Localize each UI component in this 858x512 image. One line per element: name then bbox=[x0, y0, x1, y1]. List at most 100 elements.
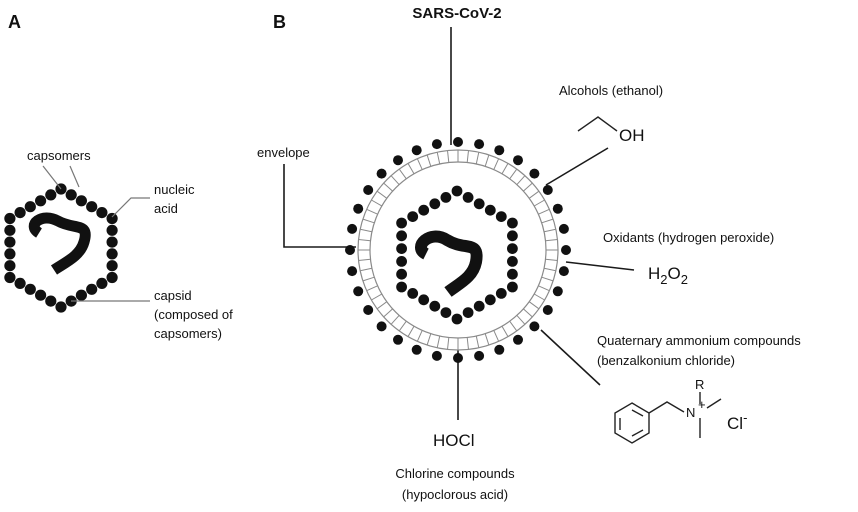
spike-dot bbox=[353, 286, 364, 297]
capsomer-dot bbox=[4, 224, 16, 236]
quats-label-line2: (benzalkonium chloride) bbox=[597, 353, 735, 368]
capsomer-dot bbox=[106, 236, 118, 248]
membrane-tick bbox=[501, 325, 509, 337]
spike-dot bbox=[353, 203, 364, 214]
capsomer-dot bbox=[495, 288, 507, 299]
spike-dot bbox=[542, 185, 553, 195]
membrane-tick bbox=[362, 276, 375, 282]
spike-dot bbox=[494, 145, 505, 156]
capsomer-dot bbox=[396, 256, 407, 267]
panel-b: B SARS-CoV-2 envelope Alcohols (ethanol)… bbox=[257, 5, 801, 502]
capsomers-leader-2 bbox=[69, 165, 80, 188]
membrane-tick bbox=[466, 337, 469, 350]
capsomer-dot bbox=[396, 281, 407, 293]
membrane-tick bbox=[541, 276, 554, 282]
quat-cl: Cl bbox=[727, 414, 743, 433]
spike-dot bbox=[558, 223, 569, 234]
membrane-tick bbox=[436, 335, 441, 348]
membrane-tick bbox=[541, 218, 554, 224]
membrane-tick bbox=[528, 301, 540, 310]
h2o2-sub1: 2 bbox=[660, 272, 667, 287]
capsomer-dot bbox=[451, 185, 463, 197]
membrane-tick bbox=[475, 152, 480, 165]
capsomer-dot bbox=[4, 271, 16, 284]
membrane-tick bbox=[523, 308, 533, 318]
spike-dot bbox=[363, 185, 374, 195]
capsomer-dot bbox=[75, 195, 87, 207]
ethanol-bonds bbox=[577, 116, 618, 132]
membrane-tick bbox=[509, 320, 518, 332]
spike-dot bbox=[474, 139, 485, 150]
capsomer-dot bbox=[407, 288, 419, 299]
capsomer-dot bbox=[86, 283, 98, 295]
spike-dot bbox=[513, 155, 523, 166]
capsomer-dot bbox=[106, 248, 118, 260]
membrane-tick bbox=[426, 333, 432, 346]
capsomer-dot bbox=[24, 201, 36, 213]
capsomer-dot bbox=[35, 195, 47, 207]
envelope-membrane-ticks bbox=[358, 150, 558, 350]
spike-dot bbox=[453, 353, 463, 363]
membrane-tick bbox=[390, 175, 400, 185]
h2o2-o: O bbox=[668, 264, 681, 283]
envelope-leader bbox=[283, 164, 356, 248]
capsomer-dot bbox=[484, 294, 496, 306]
oxidants-leader bbox=[565, 261, 635, 271]
capsomer-dot bbox=[473, 198, 485, 210]
membrane-tick bbox=[484, 333, 490, 346]
capsomer-dot bbox=[407, 211, 419, 223]
membrane-tick bbox=[447, 150, 450, 163]
membrane-tick bbox=[383, 308, 393, 318]
chlorine-label-line2: (hypoclorous acid) bbox=[402, 487, 508, 502]
spike-dot bbox=[376, 321, 387, 332]
spike-dot bbox=[376, 168, 387, 179]
capsomer-dot bbox=[462, 192, 474, 203]
membrane-tick bbox=[358, 258, 371, 261]
capsomer-dot bbox=[106, 224, 118, 236]
membrane-tick bbox=[376, 190, 388, 199]
membrane-tick bbox=[371, 293, 383, 301]
capsomer-dot bbox=[507, 281, 518, 293]
capsomer-dot bbox=[507, 256, 518, 267]
membrane-tick bbox=[447, 337, 450, 350]
spike-dot bbox=[558, 266, 569, 277]
spike-dot bbox=[431, 139, 442, 150]
capsomer-dot bbox=[45, 295, 57, 307]
spike-dot bbox=[393, 334, 403, 345]
capsomer-dot bbox=[429, 198, 441, 210]
sars-cov-2-title: SARS-CoV-2 bbox=[412, 5, 501, 22]
membrane-tick bbox=[475, 335, 480, 348]
capsomer-dot bbox=[86, 201, 98, 213]
membrane-tick bbox=[466, 150, 469, 163]
capsid-label-line2: (composed of bbox=[154, 307, 233, 322]
spike-dot bbox=[552, 286, 563, 297]
membrane-tick bbox=[371, 199, 383, 207]
membrane-tick bbox=[407, 163, 415, 175]
spike-dot bbox=[411, 344, 422, 355]
h2o2-sub2: 2 bbox=[681, 272, 688, 287]
spike-dot bbox=[393, 155, 403, 166]
membrane-tick bbox=[383, 182, 393, 192]
membrane-tick bbox=[538, 285, 550, 292]
capsomer-dot bbox=[55, 301, 67, 313]
quat-cl-text: Cl- bbox=[727, 410, 747, 433]
capsomers-label: capsomers bbox=[27, 148, 91, 163]
capsid-b-capsomers bbox=[396, 185, 518, 325]
membrane-tick bbox=[407, 325, 415, 337]
capsomer-dot bbox=[507, 243, 518, 255]
h2o2-h: H bbox=[648, 264, 660, 283]
nucleic-acid-label-line2: acid bbox=[154, 201, 178, 216]
membrane-tick bbox=[366, 208, 378, 215]
capsomers-leader-1 bbox=[42, 165, 62, 190]
envelope-label: envelope bbox=[257, 145, 310, 160]
spike-dot bbox=[552, 203, 563, 214]
membrane-tick bbox=[545, 239, 558, 242]
benzalkonium-structure-icon: R N + Cl- bbox=[614, 377, 747, 444]
capsomer-dot bbox=[75, 289, 87, 301]
capsomer-dot bbox=[4, 212, 16, 225]
alcohols-label: Alcohols (ethanol) bbox=[559, 83, 663, 98]
spike-dot bbox=[529, 168, 540, 179]
capsomer-dot bbox=[507, 268, 518, 280]
